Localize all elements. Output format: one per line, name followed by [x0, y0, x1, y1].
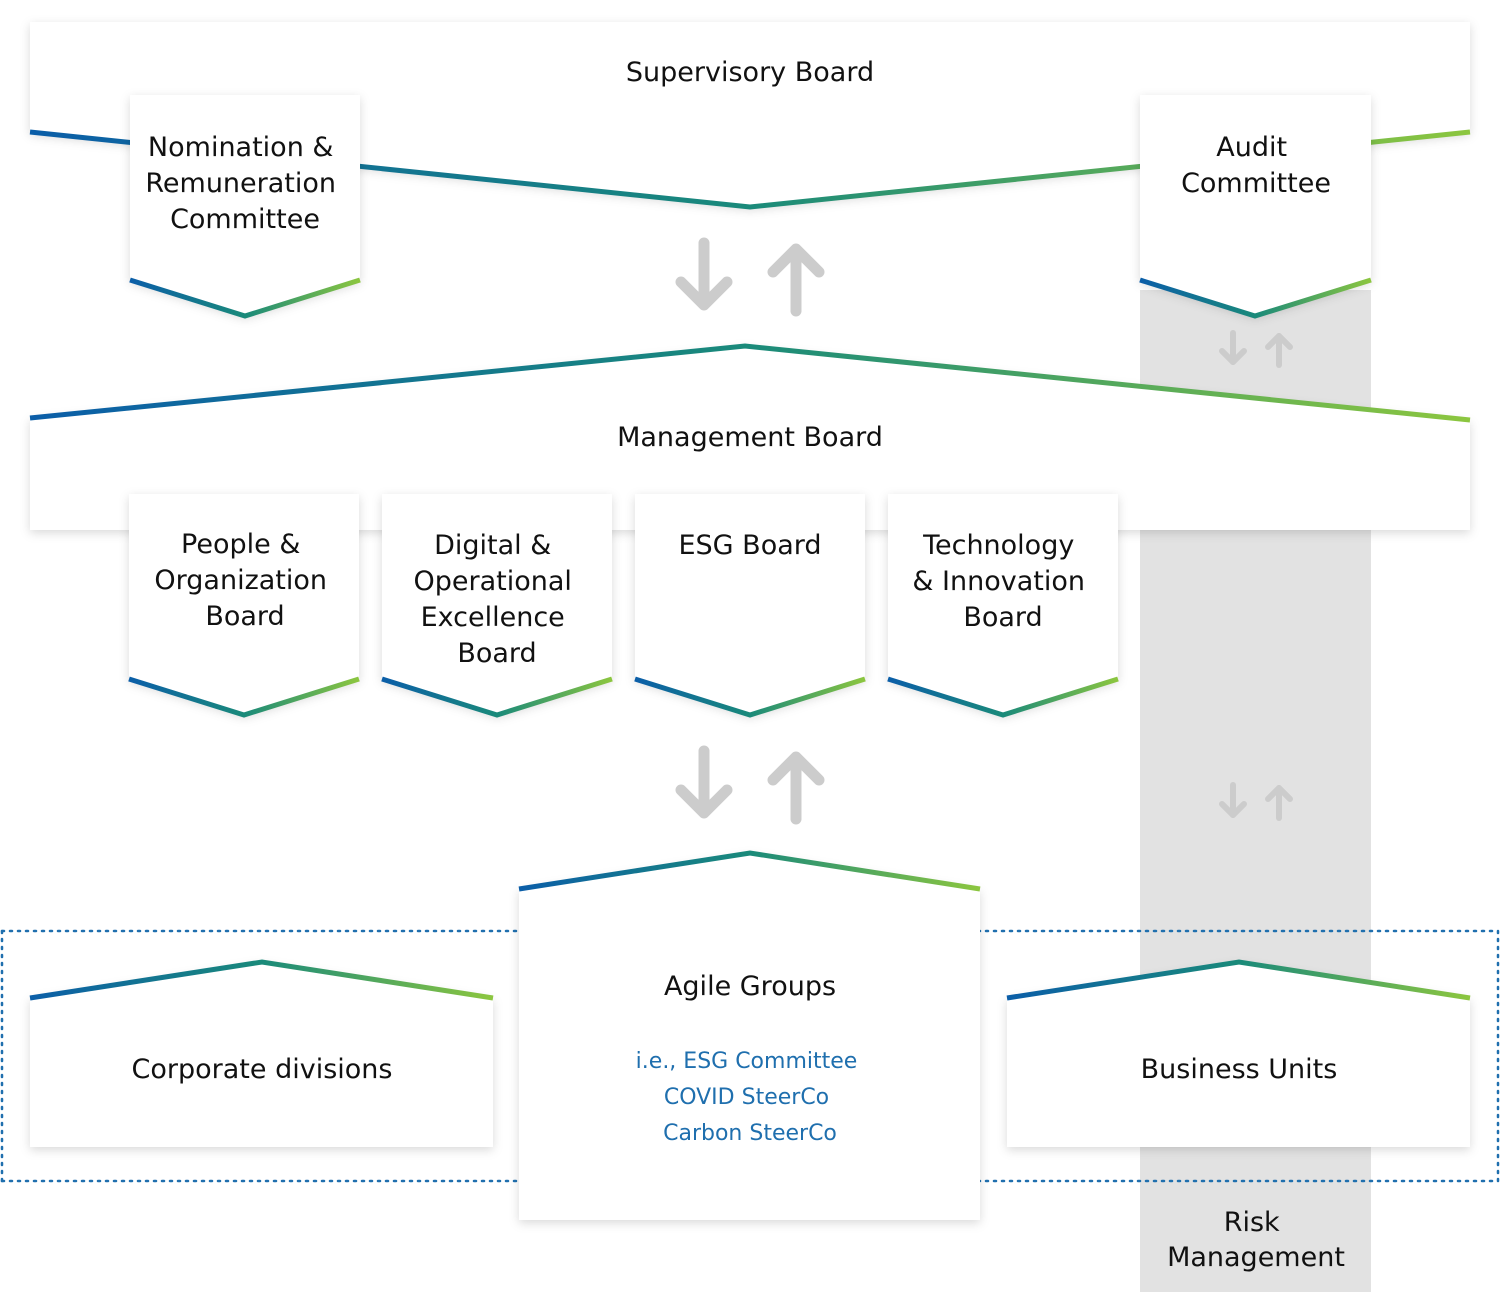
- esg-board-label: ESG Board: [678, 530, 821, 561]
- arrow-up-icon: [1265, 785, 1293, 821]
- people-organization-board-label: People & Organization Board: [154, 529, 335, 632]
- business-units: [1006, 959, 1471, 1147]
- arrow-down-icon: [675, 745, 733, 819]
- people-organization-board: [128, 494, 360, 718]
- risk-management-label: Risk Management: [1167, 1207, 1345, 1273]
- arrow-up-icon: [767, 243, 825, 317]
- corporate-divisions-title: Corporate divisions: [132, 1054, 393, 1085]
- audit-committee: [1139, 95, 1372, 319]
- agile-groups-title: Agile Groups: [664, 971, 836, 1002]
- corporate-divisions: [29, 959, 494, 1147]
- arrows-supervisory-management: [675, 237, 825, 317]
- nomination-committee: [129, 95, 361, 319]
- digital-board-label: Digital & Operational Excellence Board: [413, 530, 580, 669]
- technology-board-label: Technology & Innovation Board: [912, 530, 1093, 633]
- esg-board: [634, 494, 866, 718]
- digital-operational-excellence-board: [381, 494, 613, 718]
- arrows-risk-upper: [1219, 330, 1293, 368]
- arrow-up-icon: [767, 751, 825, 825]
- arrows-management-agile: [675, 745, 825, 825]
- dotted-boundary: [0, 929, 1500, 1183]
- audit-committee-label: Audit Committee: [1181, 132, 1331, 199]
- arrow-down-icon: [1219, 782, 1247, 818]
- nomination-committee-label: Nomination & Remuneration Committee: [145, 132, 344, 235]
- business-units-title: Business Units: [1141, 1054, 1338, 1085]
- arrow-down-icon: [675, 237, 733, 311]
- arrows-risk-lower: [1219, 782, 1293, 821]
- agile-groups: [518, 850, 981, 1220]
- management-board: [29, 343, 1471, 530]
- management-board-title: Management Board: [617, 422, 883, 453]
- agile-groups-examples: i.e., ESG Committee COVID SteerCo Carbon…: [636, 1049, 865, 1146]
- arrow-down-icon: [1219, 330, 1247, 365]
- arrow-up-icon: [1265, 333, 1293, 368]
- technology-innovation-board: [887, 494, 1119, 718]
- supervisory-board-title: Supervisory Board: [626, 57, 874, 88]
